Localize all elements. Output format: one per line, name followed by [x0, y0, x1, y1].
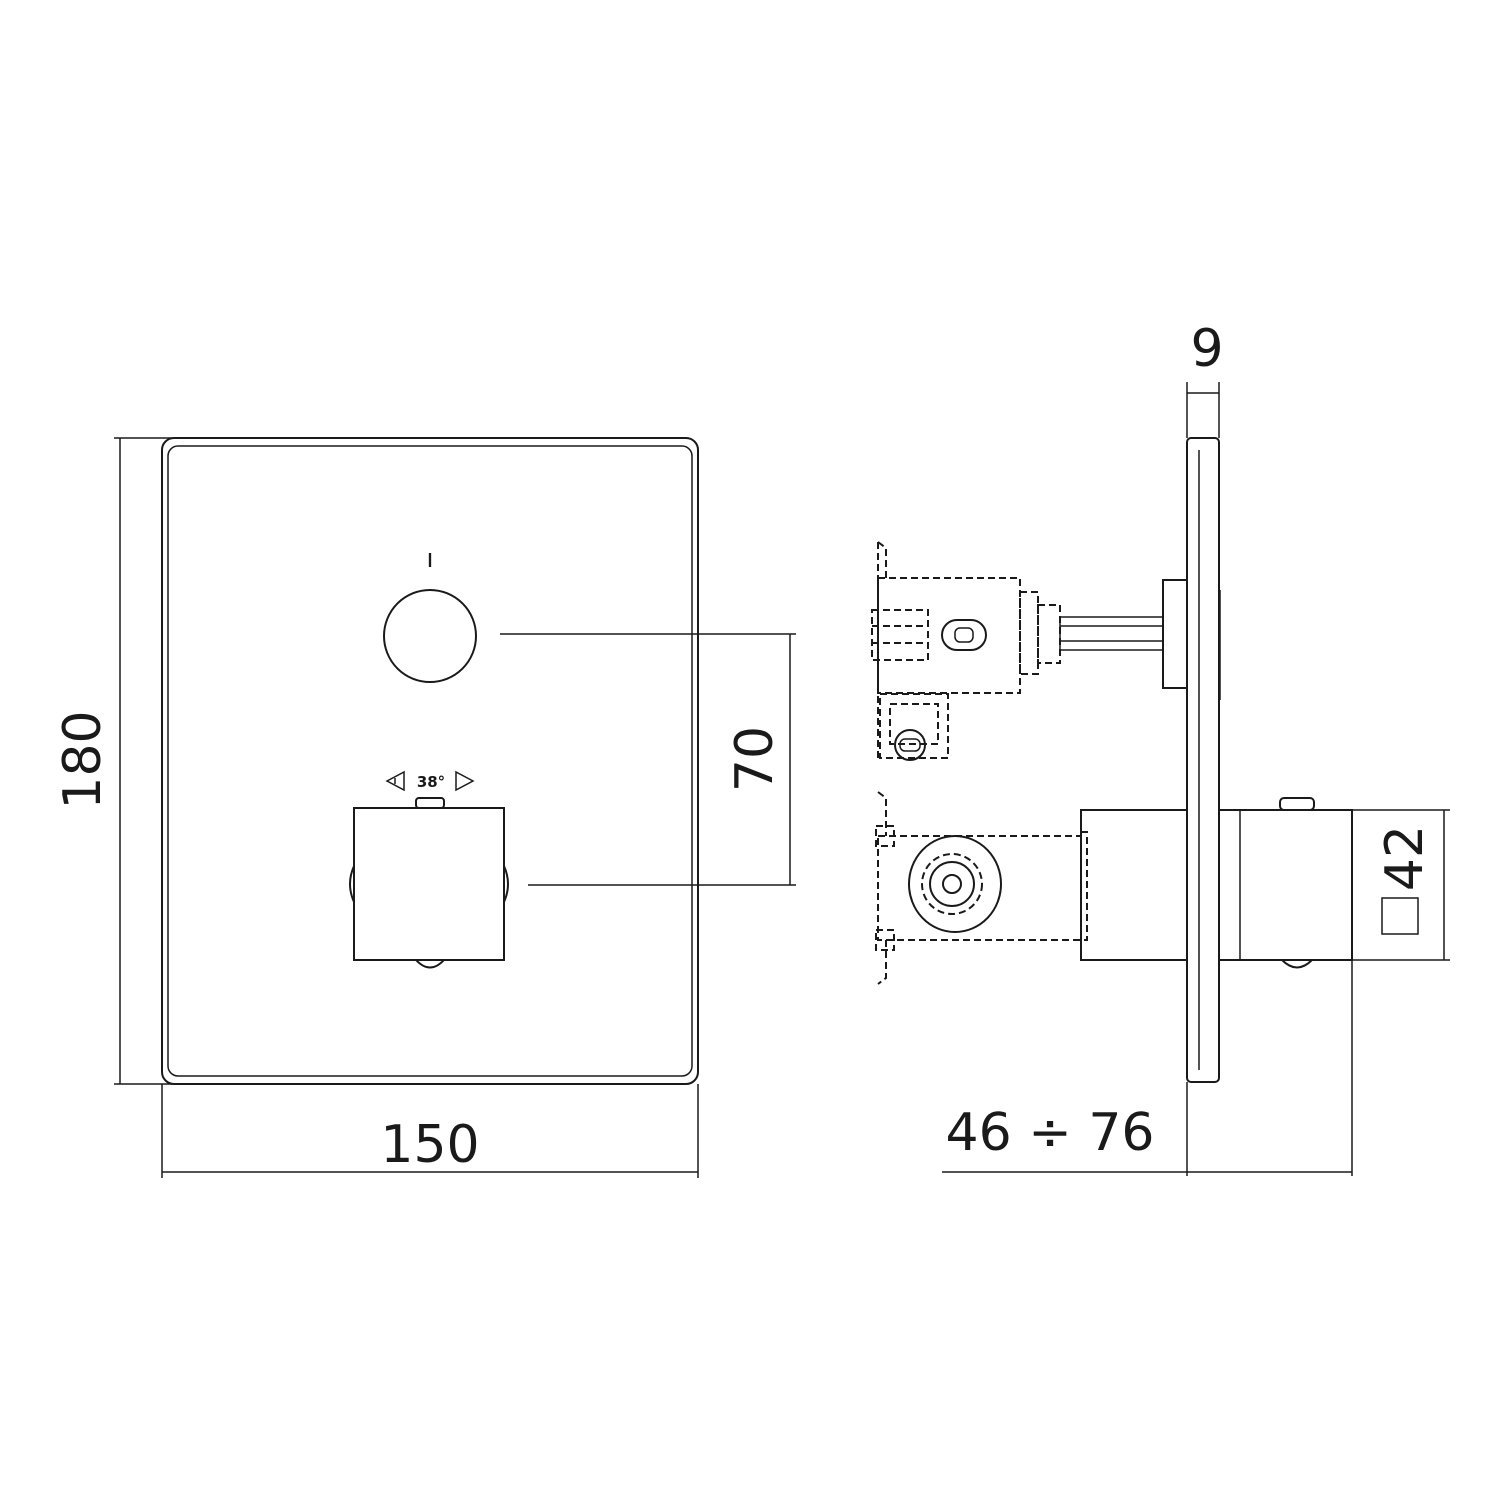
thermostat-knob-side: [1218, 809, 1353, 961]
thermostat-port-outer: [908, 835, 1002, 933]
temperature-label: 38°: [417, 773, 445, 791]
diverter-rosette: [1162, 579, 1188, 689]
arrow-left-icon: [385, 770, 405, 792]
side-view: 9: [871, 319, 1450, 1176]
dim-height-label: 180: [53, 710, 113, 809]
diverter-mark: ı: [426, 544, 433, 574]
arrow-right-icon: [455, 770, 475, 792]
dim-knob-label: 42: [1375, 825, 1435, 891]
safety-button: [415, 797, 445, 809]
thermostat-port-inner: [929, 861, 975, 907]
face-plate-outer: [161, 437, 699, 1085]
thermostat-knob-bottom: [415, 959, 445, 969]
face-plate-inner: [167, 445, 693, 1077]
diverter-body-hidden: [877, 577, 1021, 694]
temperature-indicator: 38°: [385, 770, 475, 792]
side-plate: [1186, 437, 1220, 1083]
upper-oval-port: [941, 619, 987, 651]
square-symbol-icon: [1381, 897, 1419, 935]
thermostat-knob: [353, 807, 505, 961]
diverter-knob: [383, 589, 477, 683]
front-view: ı 38° 70 180 150: [53, 437, 796, 1178]
dim-thickness-label: 9: [1190, 319, 1223, 379]
diverter-stem: [1059, 616, 1164, 651]
dim-depth-label: 46 ÷ 76: [946, 1103, 1155, 1163]
thermostat-knob-side-left: [349, 865, 355, 903]
dim-spacing-label: 70: [725, 726, 785, 792]
thermostat-sleeve: [1080, 809, 1188, 961]
thermostat-knob-side-right: [503, 865, 509, 903]
safety-button-side: [1279, 797, 1315, 811]
dim-width-label: 150: [380, 1115, 479, 1175]
lower-inlet-port: [894, 729, 926, 761]
